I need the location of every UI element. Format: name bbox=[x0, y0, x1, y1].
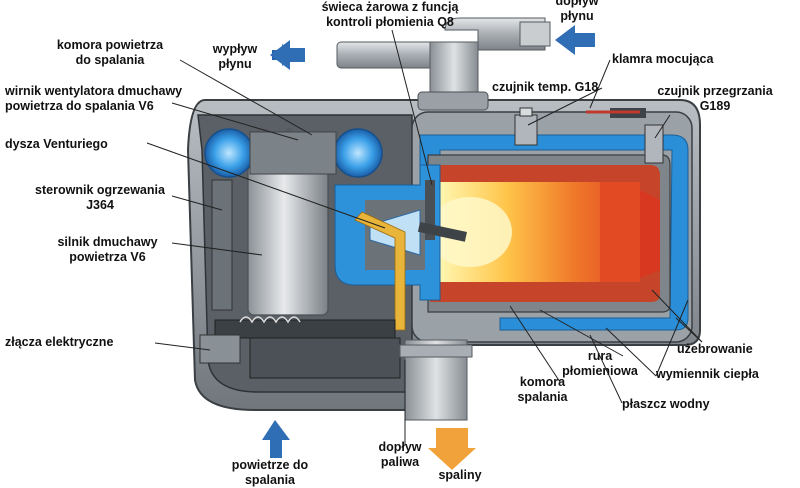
combustion-chamber-label: komora spalania bbox=[517, 375, 568, 404]
overheat-sensor-label: czujnik przegrzania G189 bbox=[657, 84, 773, 113]
exhaust-arrow bbox=[428, 428, 476, 470]
exhaust-label: spaliny bbox=[438, 468, 482, 482]
fluid-inlet-label: dopływ płynu bbox=[555, 0, 599, 23]
combustion-air-chamber-label: komora powietrza do spalania bbox=[56, 38, 164, 67]
water-jacket-label: płaszcz wodny bbox=[622, 397, 710, 411]
controller-label: sterownik ogrzewania J364 bbox=[35, 183, 165, 212]
electrical-connectors-label: złącza elektryczne bbox=[5, 335, 114, 349]
heat-exchanger-label: wymiennik ciepła bbox=[656, 367, 759, 381]
fluid-outlet-label: wypływ płynu bbox=[212, 42, 258, 71]
ribbing-label: użebrowanie bbox=[677, 342, 753, 356]
fluid-pipes bbox=[336, 17, 551, 111]
air-inlet-arrow bbox=[262, 420, 290, 458]
flame-core bbox=[428, 197, 512, 267]
flame-tube-label: rura płomieniowa bbox=[562, 349, 638, 378]
fuel-pipe bbox=[354, 211, 406, 331]
mounting-clamp-label: klamra mocująca bbox=[612, 52, 714, 66]
leader-lines bbox=[146, 29, 703, 445]
combustion-air-inlet-label: powietrze do spalania bbox=[231, 458, 309, 487]
flow-arrows bbox=[262, 25, 595, 470]
fan-right bbox=[333, 128, 383, 178]
blower-impeller-label: wirnik wentylatora dmuchawy powietrza do… bbox=[5, 84, 183, 113]
temp-sensor-label: czujnik temp. G18 bbox=[492, 80, 599, 94]
water-jacket bbox=[419, 134, 689, 331]
venturi-nozzle-label: dysza Venturiego bbox=[5, 137, 108, 151]
fluid-inlet-arrow bbox=[555, 25, 595, 55]
glow-plug-shape bbox=[417, 180, 467, 242]
blower-motor-label: silnik dmuchawy powietrza V6 bbox=[57, 235, 158, 264]
sensors bbox=[514, 107, 664, 164]
fuel-inlet-label: dopływ paliwa bbox=[378, 440, 422, 469]
fan-left bbox=[204, 128, 254, 178]
controller-shape bbox=[199, 179, 401, 379]
glow-plug-label: świeca żarowa z funcją kontroli płomieni… bbox=[321, 0, 459, 29]
